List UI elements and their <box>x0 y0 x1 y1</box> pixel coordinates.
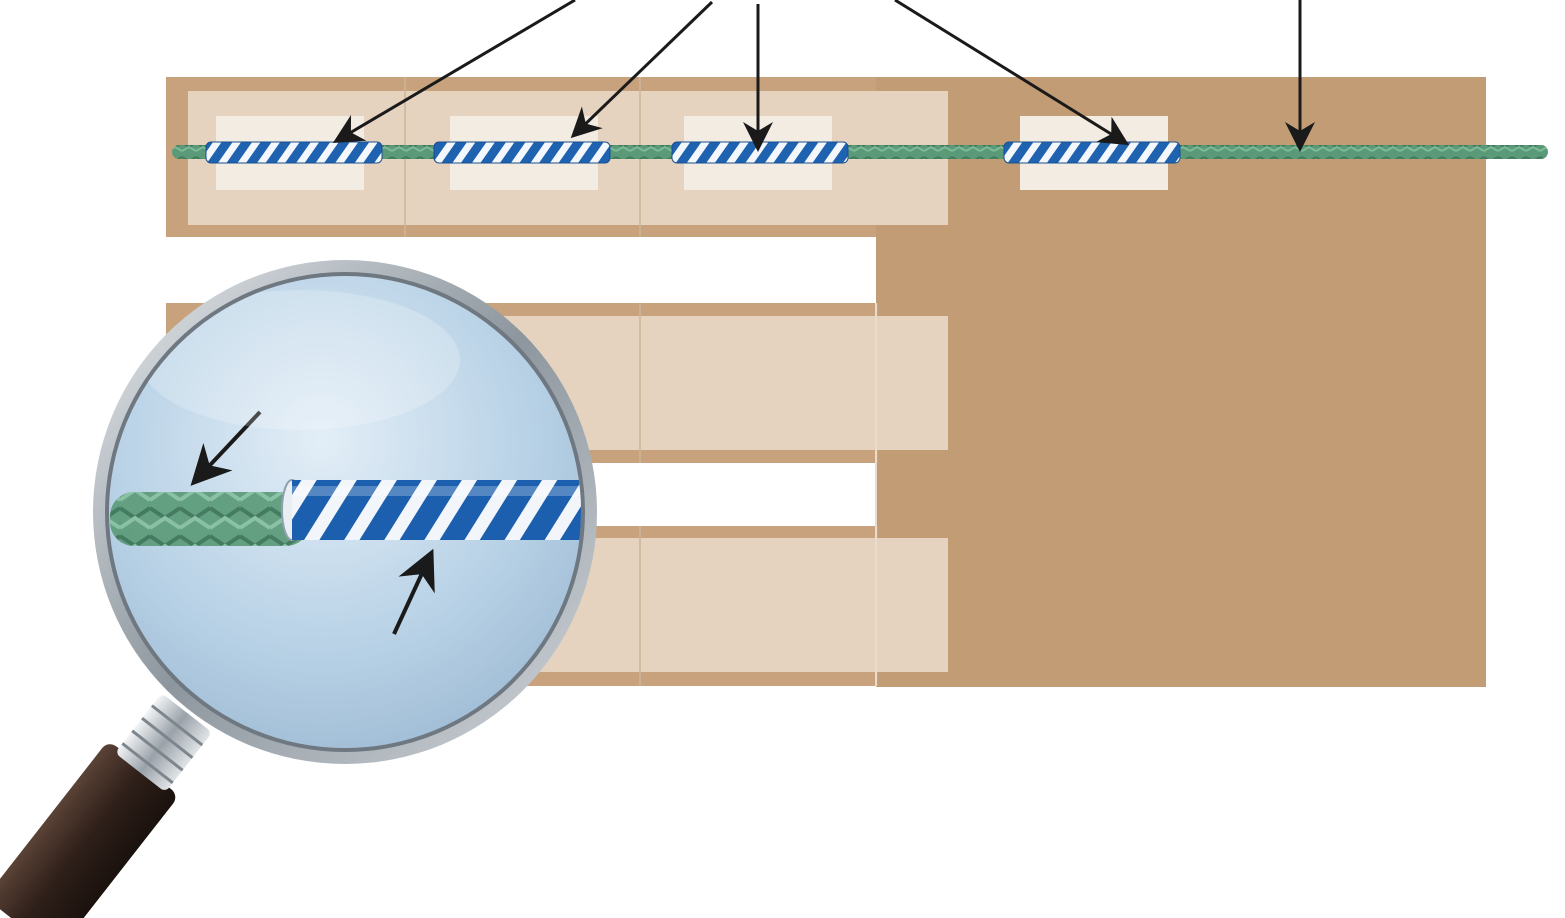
kraft-panel <box>876 77 1486 687</box>
striped-sleeve <box>433 141 611 164</box>
rope-assembly <box>172 141 1548 164</box>
zoomed-sleeve <box>292 480 581 540</box>
neck-ring <box>141 717 194 759</box>
neck-ring <box>121 742 174 785</box>
arrow-to-zoomed-rope <box>190 410 262 486</box>
arrow-to-sleeve-2 <box>570 0 714 139</box>
arrow-to-zoomed-sleeve <box>392 548 435 635</box>
arrow-to-sleeve-4 <box>894 0 1130 146</box>
lens-glare <box>140 290 460 430</box>
zoomed-view <box>110 290 581 635</box>
arrow-to-sleeve-1 <box>332 0 576 144</box>
magnifying-glass <box>0 260 597 918</box>
neck-ring <box>131 729 184 772</box>
handle-grip <box>0 744 176 918</box>
sleeve-highlight <box>292 486 581 496</box>
pointer-arrows <box>332 0 1315 152</box>
magnifier-handle <box>0 695 210 918</box>
striped-sleeve <box>1003 141 1181 164</box>
neck-ring <box>150 704 204 747</box>
zoomed-rope <box>110 492 310 546</box>
handle-neck <box>117 695 210 790</box>
striped-sleeve <box>671 141 849 164</box>
striped-sleeve <box>205 141 383 164</box>
